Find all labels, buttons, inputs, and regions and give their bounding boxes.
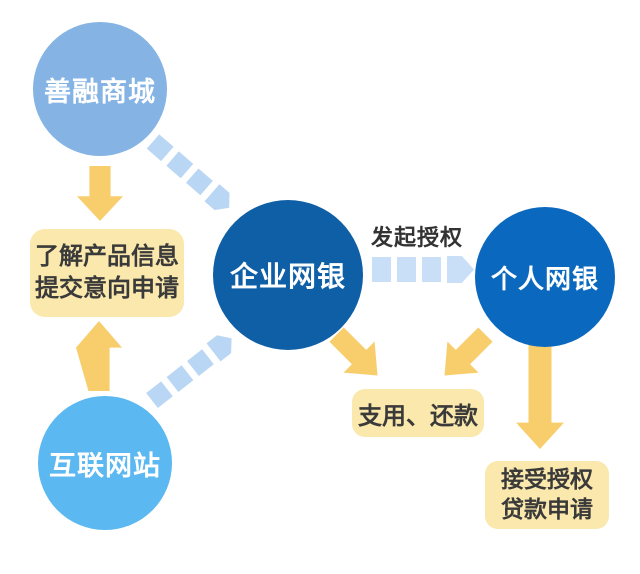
arrowhead-icon [206, 329, 238, 361]
box-line: 了解产品信息 [35, 243, 179, 271]
node-personal-ebank: 个人网银 [475, 207, 615, 347]
dash-segment [186, 168, 213, 196]
dash-segment [397, 257, 416, 282]
node-corporate-ebank: 企业网银 [213, 200, 363, 350]
dashed-arrow-shanrong-to-corporate [145, 133, 236, 217]
box-use-repay: 支用、还款 [352, 389, 484, 437]
box-product-info: 了解产品信息 提交意向申请 [30, 229, 184, 317]
node-label: 个人网银 [490, 263, 599, 294]
arrowhead-icon [204, 184, 236, 216]
node-shanrong-mall: 善融商城 [33, 22, 167, 156]
dash-segment [372, 257, 391, 282]
dashed-arrow-internet-to-corporate [145, 329, 239, 409]
initiate-auth-label: 发起授权 [371, 225, 464, 250]
box-line: 支用、还款 [358, 402, 478, 430]
dash-segment [187, 349, 214, 376]
node-label: 善融商城 [44, 76, 156, 107]
arrow-personal-to-accept-auth [516, 339, 564, 449]
box-line: 提交意向申请 [35, 275, 179, 302]
arrow-shanrong-to-product-info [77, 166, 123, 221]
dashed-arrow-corporate-to-personal [372, 256, 474, 283]
arrowhead-icon [447, 256, 474, 283]
arrow-internet-to-product-info [76, 321, 122, 391]
node-internet-site: 互联网站 [38, 396, 172, 530]
dash-segment [146, 134, 174, 162]
box-line: 贷款申请 [501, 496, 593, 522]
box-line: 接受授权 [501, 466, 593, 493]
box-accept-auth: 接受授权 贷款申请 [485, 461, 609, 529]
node-label: 互联网站 [49, 450, 161, 481]
node-label: 企业网银 [229, 261, 346, 292]
dash-segment [146, 381, 173, 408]
dash-segment [166, 365, 194, 392]
dash-segment [422, 257, 441, 282]
arrow-personal-to-use-repay [429, 319, 501, 391]
dash-segment [166, 151, 194, 179]
